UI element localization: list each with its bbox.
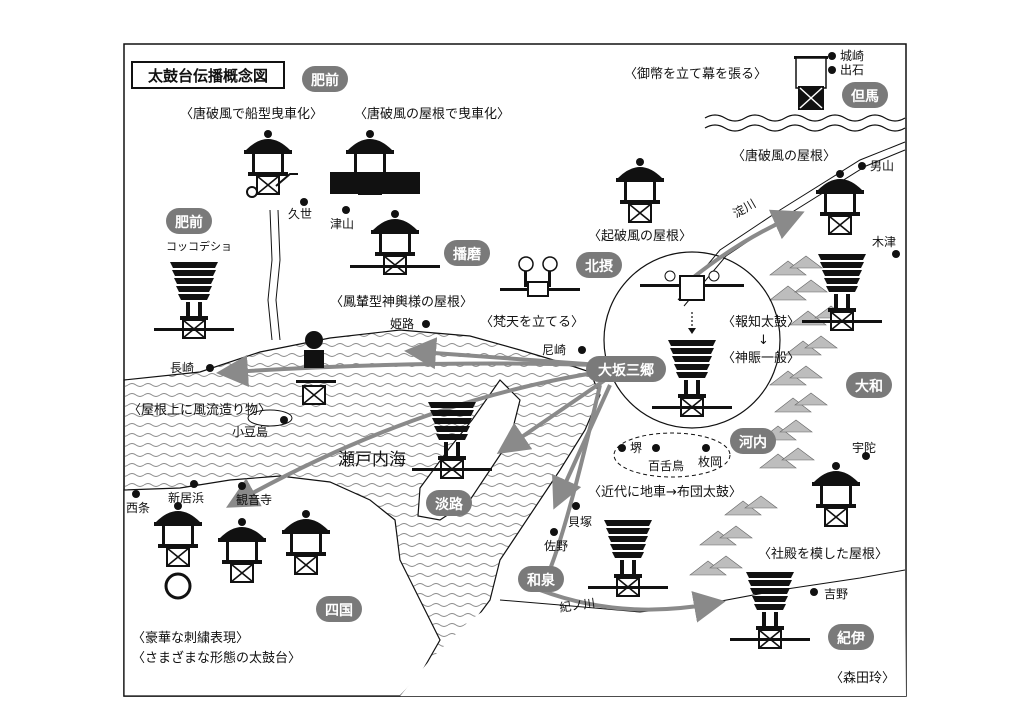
place-hiraoka: 枚岡 xyxy=(698,454,722,469)
ann-phoenix-roof: 〈鳳輦型神輿様の屋根〉 xyxy=(330,295,473,310)
ann-karahafu-roof: 〈唐破風の屋根で曳車化〉 xyxy=(354,106,510,122)
region-shikoku: 四国 xyxy=(325,603,353,619)
sakai-area xyxy=(613,432,731,478)
region-kawachi: 河内 xyxy=(739,434,767,451)
ann-karahafu-roof2: 〈唐破風の屋根〉 xyxy=(732,148,836,164)
ann-bonten: 〈梵天を立てる〉 xyxy=(480,315,584,330)
title-box xyxy=(131,61,285,89)
ann-shinshin: 〈神賑一般〉 xyxy=(722,350,800,366)
tajima-coast xyxy=(704,114,906,122)
ann-various: 〈さまざまな形態の太鼓台〉 xyxy=(132,650,301,666)
region-hizen-top: 肥前 xyxy=(311,72,339,89)
place-niihama: 新居浜 xyxy=(168,490,204,505)
place-kinosaki: 城崎 xyxy=(840,49,864,63)
furyu-float xyxy=(296,331,336,405)
place-himeji: 姫路 xyxy=(390,316,414,331)
place-kuse: 久世 xyxy=(288,207,312,221)
ann-hochi: 〈報知太鼓〉 xyxy=(722,314,800,330)
region-harima: 播磨 xyxy=(453,246,482,263)
region-izumi: 和泉 xyxy=(527,572,556,589)
place-dots xyxy=(132,52,900,596)
place-mozu: 百舌鳥 xyxy=(648,458,684,473)
place-yoshino: 吉野 xyxy=(824,587,848,601)
place-sano: 佐野 xyxy=(544,539,568,553)
osaka-circle xyxy=(603,251,781,429)
region-osaka: 大坂三郷 xyxy=(598,362,654,379)
place-izushi: 出石 xyxy=(840,63,864,77)
region-hokusetsu: 北摂 xyxy=(585,258,613,275)
ann-furyu: 〈屋根上に風流造り物〉 xyxy=(128,403,271,418)
hochi-float xyxy=(640,270,744,301)
ann-jiguruma: 〈近代に地車→布団太鼓〉 xyxy=(588,485,742,500)
region-awaji: 淡路 xyxy=(435,496,464,513)
ann-embroidery: 〈豪華な刺繍表現〉 xyxy=(132,630,249,646)
bonten-float xyxy=(500,256,580,297)
ann-shaden: 〈社殿を模した屋根〉 xyxy=(758,546,888,562)
map-credit: 〈森田玲〉 xyxy=(830,671,895,686)
region-tajima: 但馬 xyxy=(850,88,879,105)
place-kanonji: 観音寺 xyxy=(236,492,272,507)
region-hizen-left: 肥前 xyxy=(175,214,203,231)
place-otokoyama: 男山 xyxy=(870,159,894,173)
region-labels: 肥前 肥前 播磨 北摂 大坂三郷 但馬 大和 河内 淡路 和泉 四国 紀伊 xyxy=(166,66,892,650)
place-kizu: 木津 xyxy=(872,235,896,249)
place-tsuyama: 津山 xyxy=(330,217,354,231)
place-sakai: 堺 xyxy=(630,441,642,455)
place-nagasaki: 長崎 xyxy=(170,361,194,375)
place-uda: 宇陀 xyxy=(852,440,876,455)
kuse-river xyxy=(267,209,273,341)
ann-gohei: 〈御幣を立て幕を張る〉 xyxy=(624,67,767,82)
place-kokkodesho: コッコデショ xyxy=(166,239,232,253)
ann-kikuhafu: 〈起破風の屋根〉 xyxy=(588,229,692,244)
ann-arrow: ↓ xyxy=(758,333,769,348)
place-saijo: 西条 xyxy=(126,501,150,515)
map-title: 太鼓台伝播概念図 xyxy=(148,67,268,85)
sea-setonaikai: 瀬戸内海 xyxy=(338,450,406,470)
region-kii: 紀伊 xyxy=(837,630,865,647)
place-kaizuka: 貝塚 xyxy=(568,515,592,529)
ann-karahafu-ship: 〈唐破風で船型曳車化〉 xyxy=(180,106,323,122)
tajima-float xyxy=(794,56,828,110)
place-amagasaki: 尼崎 xyxy=(542,343,566,357)
region-yamato: 大和 xyxy=(855,378,883,395)
river-kinokawa: 紀ノ川 xyxy=(558,596,596,615)
place-shodoshima: 小豆島 xyxy=(232,424,268,439)
